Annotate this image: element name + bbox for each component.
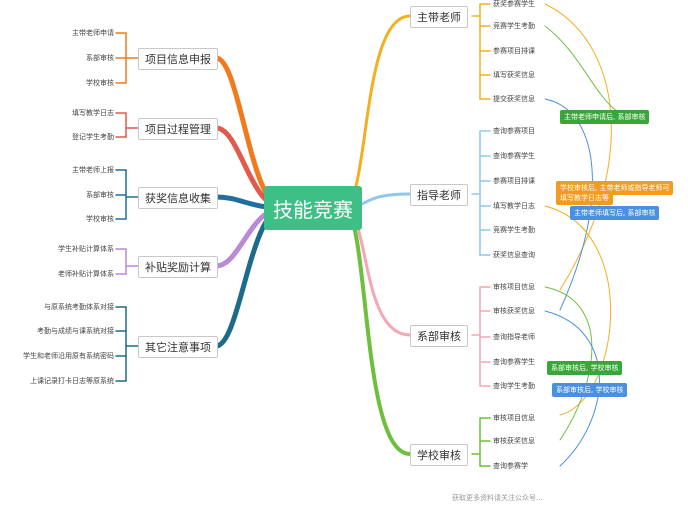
branch-node-right[interactable]: 主带老师 [410,6,468,28]
watermark-text: 获取更多资料请关注公众号... [452,494,543,502]
callout-tag: 系部审核后, 学校审核 [552,383,628,397]
leaf-right-item: 审核获奖信息 [493,307,535,315]
branch-node-right[interactable]: 系部审核 [410,325,468,347]
branch-node-left[interactable]: 补贴奖励计算 [138,256,218,278]
leaf-right-item: 查询参赛项目 [493,127,535,135]
leaf-left-item: 学生补贴计算体系 [58,245,114,253]
leaf-left-item: 学校审核 [86,79,114,87]
leaf-left-item: 考勤与成绩与课系统对接 [37,327,114,335]
leaf-right-item: 审核项目信息 [493,283,535,291]
leaf-left-item: 系部审核 [86,54,114,62]
leaf-left-item: 老师补贴计算体系 [58,270,114,278]
callout-tag: 填写教学日志等 [556,191,613,205]
leaf-left-item: 与原系统考勤体系对接 [44,303,114,311]
leaf-right-item: 审核获奖信息 [493,437,535,445]
leaf-left-item: 登记学生考勤 [72,133,114,141]
leaf-right-item: 审核项目信息 [493,414,535,422]
leaf-left-item: 学校审核 [86,215,114,223]
leaf-right-item: 填写教学日志 [493,202,535,210]
link-curve [544,98,593,311]
link-curve [544,3,612,291]
leaf-right-item: 参赛项目排课 [493,47,535,55]
leaf-left-item: 学生和老师沿用原有系统密码 [23,352,114,360]
leaf-right-item: 参赛项目排课 [493,177,535,185]
callout-tag: 主带老师填写后, 系部审核 [570,206,660,220]
branch-right-3 [341,206,412,456]
link-curve [544,310,600,467]
branch-node-left[interactable]: 项目过程管理 [138,118,218,140]
leaf-right-item: 填写获奖信息 [493,71,535,79]
callout-tag: 主带老师申请后, 系部审核 [560,110,650,124]
leaf-right-item: 查询参赛学 [493,462,528,470]
branch-node-left[interactable]: 项目信息申报 [138,48,218,70]
branch-node-right[interactable]: 指导老师 [410,184,468,206]
center-node[interactable]: 技能竞赛 [264,186,362,230]
leaf-left-item: 系部审核 [86,191,114,199]
leaf-right-item: 获奖信息查询 [493,251,535,259]
leaf-right-item: 查询参赛学生 [493,152,535,160]
callout-tag: 系部审核后, 学校审核 [547,361,623,375]
leaf-right-item: 查询参赛学生 [493,358,535,366]
leaf-right-item: 获奖参赛学生 [493,0,535,8]
leaf-right-item: 竞赛学生考勤 [493,22,535,30]
leaf-left-item: 主带老师申请 [72,29,114,37]
link-curve [544,205,612,416]
leaf-left-item: 上课记录打卡日志等原系统 [30,377,114,385]
leaf-left-item: 填写教学日志 [72,109,114,117]
leaf-right-item: 查询指导老师 [493,333,535,341]
branch-right-0 [341,14,412,210]
leaf-right-item: 查询学生考勤 [493,382,535,390]
branch-node-left[interactable]: 其它注意事项 [138,336,218,358]
leaf-right-item: 提交获奖信息 [493,95,535,103]
branch-node-left[interactable]: 获奖信息收集 [138,187,218,209]
leaf-left-item: 主带老师上报 [72,166,114,174]
branch-node-right[interactable]: 学校审核 [410,444,468,466]
leaf-right-item: 竞赛学生考勤 [493,226,535,234]
